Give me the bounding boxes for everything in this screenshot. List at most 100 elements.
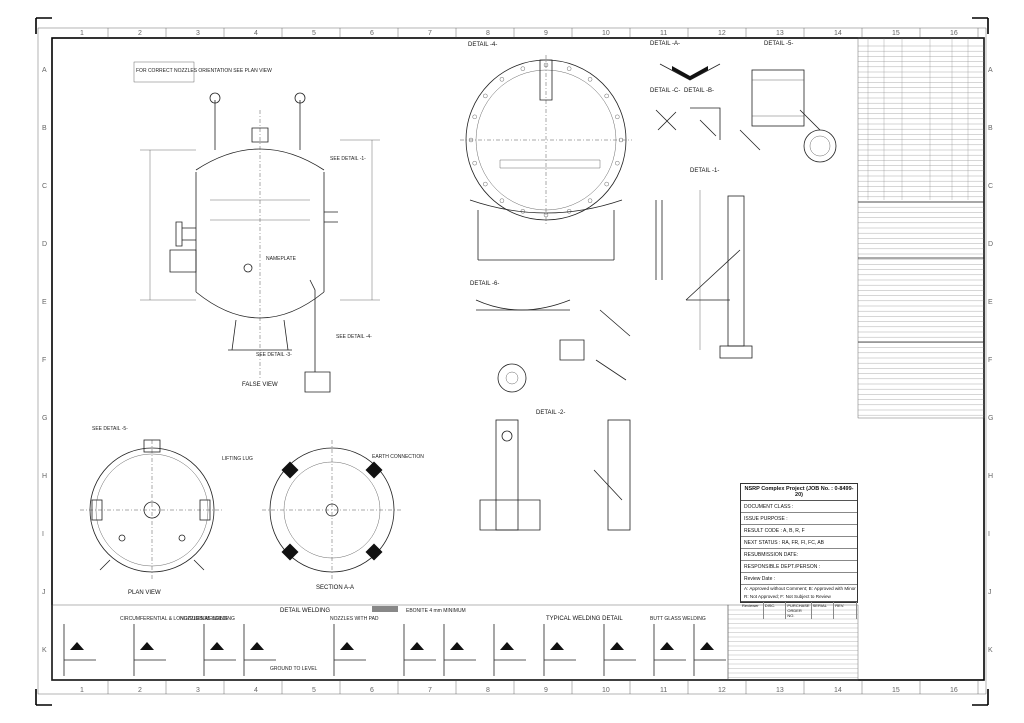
callout-see-detail-5: SEE DETAIL -5-: [92, 426, 128, 432]
false-view: FALSE VIEW SEE DETAIL -1- NAMEPLATE SEE …: [140, 92, 380, 393]
callout-see-detail-3: SEE DETAIL -3-: [256, 352, 292, 358]
bolt-hole: [618, 137, 624, 143]
zone-marker-top: 16: [950, 30, 958, 37]
zone-marker-bottom: 4: [254, 687, 258, 694]
zone-marker-top: 15: [892, 30, 900, 37]
review-row: NEXT STATUS : RA, FR, FI, FC, AB: [741, 537, 857, 549]
zone-marker-top: 5: [312, 30, 316, 37]
bolt-hole: [604, 93, 609, 99]
zone-marker-left: H: [42, 473, 47, 480]
zone-marker-right: G: [988, 415, 993, 422]
zone-marker-bottom: 15: [892, 687, 900, 694]
zone-marker-right: E: [988, 299, 993, 306]
zone-marker-top: 3: [196, 30, 200, 37]
zone-marker-top: 12: [718, 30, 726, 37]
detail-5: DETAIL -5-: [739, 41, 837, 163]
zone-marker-top: 14: [834, 30, 842, 37]
bolt-hole: [468, 137, 474, 143]
zone-marker-right: D: [988, 241, 993, 248]
review-row: RESPONSIBLE DEPT./PERSON :: [741, 561, 857, 573]
callout-earth-connection: EARTH CONNECTION: [372, 454, 424, 460]
weld-bead: [660, 642, 674, 650]
weld-bead: [610, 642, 624, 650]
callout-see-detail-1: SEE DETAIL -1-: [330, 156, 366, 162]
detail-a-title: DETAIL -A-: [650, 41, 680, 47]
weld-bead: [140, 642, 154, 650]
weld-sketches: [63, 624, 726, 676]
zone-marker-top: 2: [138, 30, 142, 37]
zone-marker-right: J: [988, 589, 992, 596]
zone-marker-top: 10: [602, 30, 610, 37]
zone-marker-right: B: [988, 125, 993, 132]
section-aa: SECTION A-A EARTH CONNECTION: [262, 440, 424, 591]
detail-2: DETAIL -2-: [479, 410, 631, 531]
zone-marker-bottom: 9: [544, 687, 548, 694]
detail-1-title: DETAIL -1-: [690, 168, 719, 174]
review-row: DOCUMENT CLASS :: [741, 501, 857, 513]
zone-marker-left: A: [42, 67, 47, 74]
callout-nameplate: NAMEPLATE: [266, 256, 297, 262]
welding-detail-strip: DETAIL WELDING EBONITE 4 mm MINIMUM CIRC…: [51, 604, 729, 681]
zone-markers: 1122334455667788991010111112121313141415…: [42, 28, 993, 694]
orientation-note: FOR CORRECT NOZZLES ORIENTATION SEE PLAN…: [133, 61, 272, 83]
orientation-note-text: FOR CORRECT NOZZLES ORIENTATION SEE PLAN…: [136, 68, 272, 74]
zone-marker-left: F: [42, 357, 46, 364]
ebonite-note: EBONITE 4 mm MINIMUM: [406, 608, 466, 614]
zone-marker-bottom: 6: [370, 687, 374, 694]
bolt-hole: [566, 66, 572, 71]
bolt-hole: [520, 66, 526, 71]
weld-bead: [700, 642, 714, 650]
review-note: A: Approved without Comment; B: Approved…: [744, 586, 857, 591]
review-footer-cell: Reviewer: [741, 602, 764, 619]
zone-marker-bottom: 1: [80, 687, 84, 694]
bolt-hole: [543, 62, 549, 68]
zone-marker-right: K: [988, 647, 993, 654]
review-footer-cell: PURCHASE ORDER NO.: [787, 602, 812, 619]
zone-marker-top: 4: [254, 30, 258, 37]
weld-bead: [500, 642, 514, 650]
zone-marker-left: K: [42, 647, 47, 654]
zone-marker-top: 7: [428, 30, 432, 37]
zone-marker-left: C: [42, 183, 47, 190]
zone-marker-left: D: [42, 241, 47, 248]
zone-marker-top: 9: [544, 30, 548, 37]
detail-6: DETAIL -6-: [470, 281, 631, 393]
zone-marker-right: I: [988, 531, 990, 538]
plan-view: PLAN VIEW SEE DETAIL -5- LIFTING LUG: [80, 426, 253, 596]
weld-bead: [450, 642, 464, 650]
review-footer-cell: SERIAL: [812, 602, 835, 619]
bolt-hole: [615, 160, 620, 166]
detail-a: DETAIL -A-: [650, 41, 721, 81]
bolt-hole: [483, 181, 488, 187]
nozzles-welding-label: NOZZLES WELDING: [180, 616, 228, 622]
zone-marker-bottom: 11: [660, 687, 667, 694]
detail-c: DETAIL -C-: [650, 88, 680, 131]
zone-marker-top: 11: [660, 30, 667, 37]
zone-marker-bottom: 8: [486, 687, 490, 694]
detail-4: DETAIL -4-: [460, 42, 632, 261]
zone-marker-left: B: [42, 125, 47, 132]
weld-bead: [550, 642, 564, 650]
typical-welding-title: TYPICAL WELDING DETAIL: [546, 616, 623, 622]
nozzle-and-data-tables: [727, 37, 985, 681]
detail-4-title: DETAIL -4-: [468, 42, 497, 48]
circ-welding-label: CIRCUMFERENTIAL & LONGITUDINAL WELDING: [120, 616, 235, 622]
zone-marker-bottom: 13: [776, 687, 784, 694]
bolt-hole: [472, 114, 477, 120]
weld-bead: [70, 642, 84, 650]
weld-bead: [210, 642, 224, 650]
review-footer-cell: REV.: [834, 602, 857, 619]
false-view-title: FALSE VIEW: [242, 382, 278, 388]
detail-welding-title: DETAIL WELDING: [280, 608, 330, 614]
zone-marker-left: I: [42, 531, 44, 538]
zone-marker-left: E: [42, 299, 47, 306]
detail-b-title: DETAIL -B-: [684, 88, 714, 94]
sheet-corner-marks: [35, 17, 989, 706]
detail-b: DETAIL -B-: [684, 88, 721, 140]
review-row: RESULT CODE : A, B, R, F: [741, 525, 857, 537]
document-review-stamp: NSRP Complex Project (JOB No. : 0-8499-2…: [740, 483, 858, 619]
bolt-hole: [615, 114, 620, 120]
zone-marker-top: 6: [370, 30, 374, 37]
zone-marker-top: 8: [486, 30, 490, 37]
bolt-hole: [604, 181, 609, 187]
